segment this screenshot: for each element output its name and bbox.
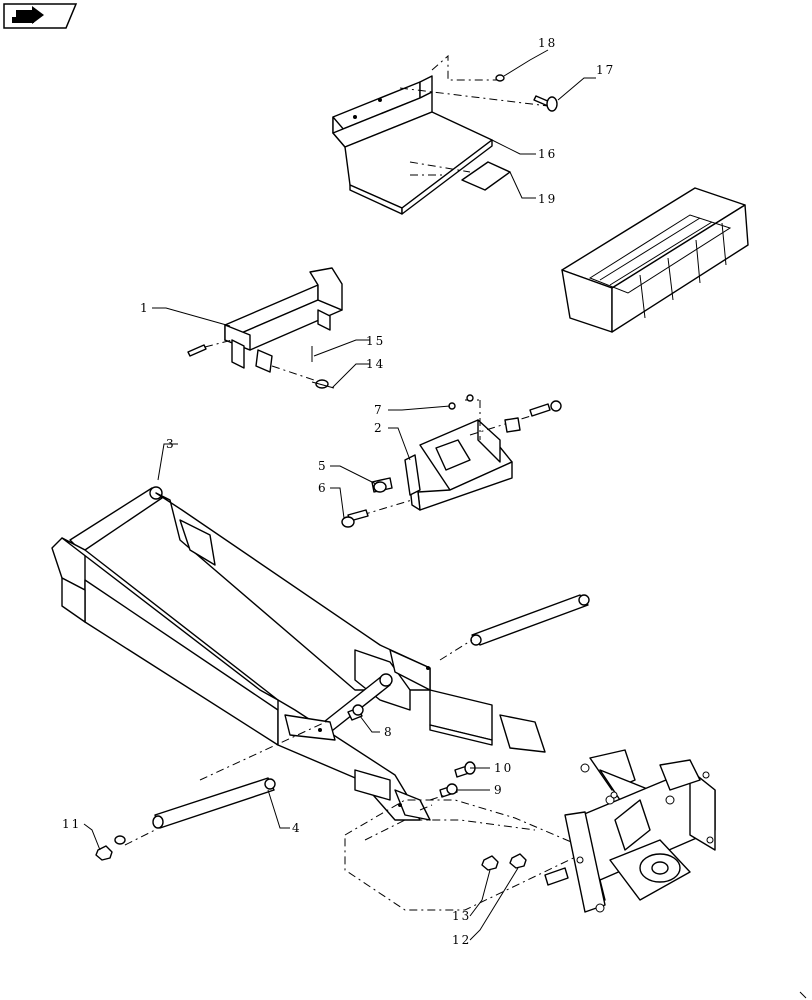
bolt-part-17 <box>533 95 558 112</box>
hitch-mount-assembly <box>544 749 716 913</box>
callout-7: 7 <box>374 403 384 417</box>
callout-14: 14 <box>366 357 385 371</box>
bracket-part-1 <box>224 267 343 373</box>
nut-part-12 <box>509 853 527 869</box>
callout-9: 9 <box>494 783 504 797</box>
bolt-part-2-side <box>529 400 562 417</box>
nut-part-13 <box>481 855 499 871</box>
nut-part-11 <box>95 835 126 861</box>
callout-10: 10 <box>494 761 513 775</box>
pad-part-19 <box>461 161 511 191</box>
main-frame-part-3 <box>51 486 546 821</box>
callout-8: 8 <box>384 725 394 739</box>
callout-6: 6 <box>318 481 328 495</box>
callout-2: 2 <box>374 421 384 435</box>
callout-1: 1 <box>140 301 150 315</box>
callout-labels: 18 17 16 19 1 15 14 7 2 3 5 6 8 10 9 4 1… <box>62 36 615 947</box>
bushing-part-5 <box>371 477 393 493</box>
callout-13: 13 <box>452 909 471 923</box>
callout-11: 11 <box>62 817 81 831</box>
mount-bracket-part-2 <box>404 419 513 511</box>
washer-part-18 <box>495 74 505 82</box>
callout-5: 5 <box>318 459 328 473</box>
next-page-arrow-icon <box>12 6 44 24</box>
callout-17: 17 <box>596 63 615 77</box>
callout-18: 18 <box>538 36 557 50</box>
shelf-bracket-part-16 <box>332 75 493 215</box>
clip-part-14 <box>311 379 335 389</box>
callout-12: 12 <box>452 933 471 947</box>
bracket-stop <box>504 417 521 433</box>
leader-lines <box>83 49 596 941</box>
callout-15: 15 <box>366 334 385 348</box>
bolt-part-8 <box>347 704 364 721</box>
battery-tray <box>561 187 749 333</box>
next-page-button[interactable] <box>3 3 78 29</box>
brace-bar-part-4 <box>152 777 276 829</box>
callout-19: 19 <box>538 192 557 206</box>
bolt-part-6 <box>341 509 369 528</box>
callout-3: 3 <box>166 437 176 451</box>
callout-16: 16 <box>538 147 557 161</box>
bolt-part-9 <box>439 783 458 798</box>
nut-part-7b <box>466 394 474 402</box>
callout-4: 4 <box>292 821 302 835</box>
brace-bar-upper <box>470 594 590 646</box>
bolt-part-1-side <box>187 344 207 357</box>
bolt-part-10 <box>454 761 476 778</box>
